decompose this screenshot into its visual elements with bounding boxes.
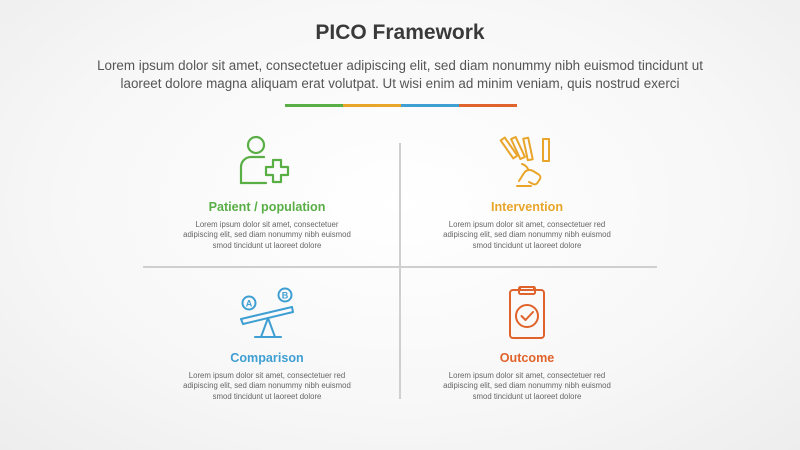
- page-subtitle: Lorem ipsum dolor sit amet, consectetuer…: [50, 57, 750, 93]
- desc-line: Lorem ipsum dolor sit amet, consectetuer…: [448, 371, 606, 380]
- desc-line: adipiscing elit, sed diam nonummy nibh e…: [183, 230, 351, 240]
- quadrant-patient: Patient / population Lorem ipsum dolor s…: [147, 134, 387, 251]
- desc-line: Lorem ipsum dolor sit amet, consectetuer: [195, 220, 339, 229]
- quadrant-label: Intervention: [490, 200, 564, 214]
- desc-line: adipiscing elit, sed diam nonummy nibh e…: [443, 230, 611, 240]
- color-bar-green: [285, 104, 343, 107]
- color-bar-blue: [401, 104, 459, 107]
- subtitle-line: Lorem ipsum dolor sit amet, consectetuer…: [97, 58, 703, 73]
- horizontal-divider: [143, 266, 657, 268]
- vertical-divider: [399, 143, 401, 399]
- clipboard-check-icon: [509, 286, 545, 339]
- svg-text:A: A: [246, 299, 253, 309]
- subtitle-line: laoreet dolore magna aliquam erat volutp…: [120, 76, 680, 91]
- quadrant-outcome: Outcome Lorem ipsum dolor sit amet, cons…: [407, 285, 647, 402]
- color-bar-orange: [343, 104, 401, 107]
- desc-line: smod tincidunt ut laoreet dolore: [212, 240, 322, 250]
- desc-line: smod tincidunt ut laoreet dolore: [472, 391, 582, 401]
- quadrant-description: Lorem ipsum dolor sit amet, consectetuer…: [182, 220, 352, 251]
- quadrant-label: Outcome: [499, 351, 555, 365]
- quadrant-comparison: A B Comparison Lorem ipsum dolor sit ame…: [147, 285, 387, 402]
- quadrant-label: Comparison: [230, 351, 304, 365]
- desc-line: adipiscing elit, sed diam nonummy nibh e…: [443, 381, 611, 391]
- quadrant-intervention: Intervention Lorem ipsum dolor sit amet,…: [407, 134, 647, 251]
- color-bar-red: [459, 104, 517, 107]
- quadrant-description: Lorem ipsum dolor sit amet, consectetuer…: [442, 220, 612, 251]
- page-title: PICO Framework: [315, 21, 485, 44]
- desc-line: Lorem ipsum dolor sit amet, consectetuer…: [448, 220, 606, 229]
- desc-line: smod tincidunt ut laoreet dolore: [472, 240, 582, 250]
- quadrant-description: Lorem ipsum dolor sit amet, consectetuer…: [442, 371, 612, 402]
- desc-line: adipiscing elit, sed diam nonummy nibh e…: [183, 381, 351, 391]
- desc-line: smod tincidunt ut laoreet dolore: [212, 391, 322, 401]
- seesaw-ab-icon: A B: [240, 287, 294, 338]
- quadrant-label: Patient / population: [208, 200, 326, 214]
- quadrant-description: Lorem ipsum dolor sit amet, consectetuer…: [182, 371, 352, 402]
- color-bar: [285, 104, 517, 107]
- svg-text:B: B: [282, 291, 289, 301]
- hand-dominoes-icon: [499, 135, 550, 187]
- desc-line: Lorem ipsum dolor sit amet, consectetuer…: [188, 371, 346, 380]
- patient-add-icon: [239, 135, 290, 185]
